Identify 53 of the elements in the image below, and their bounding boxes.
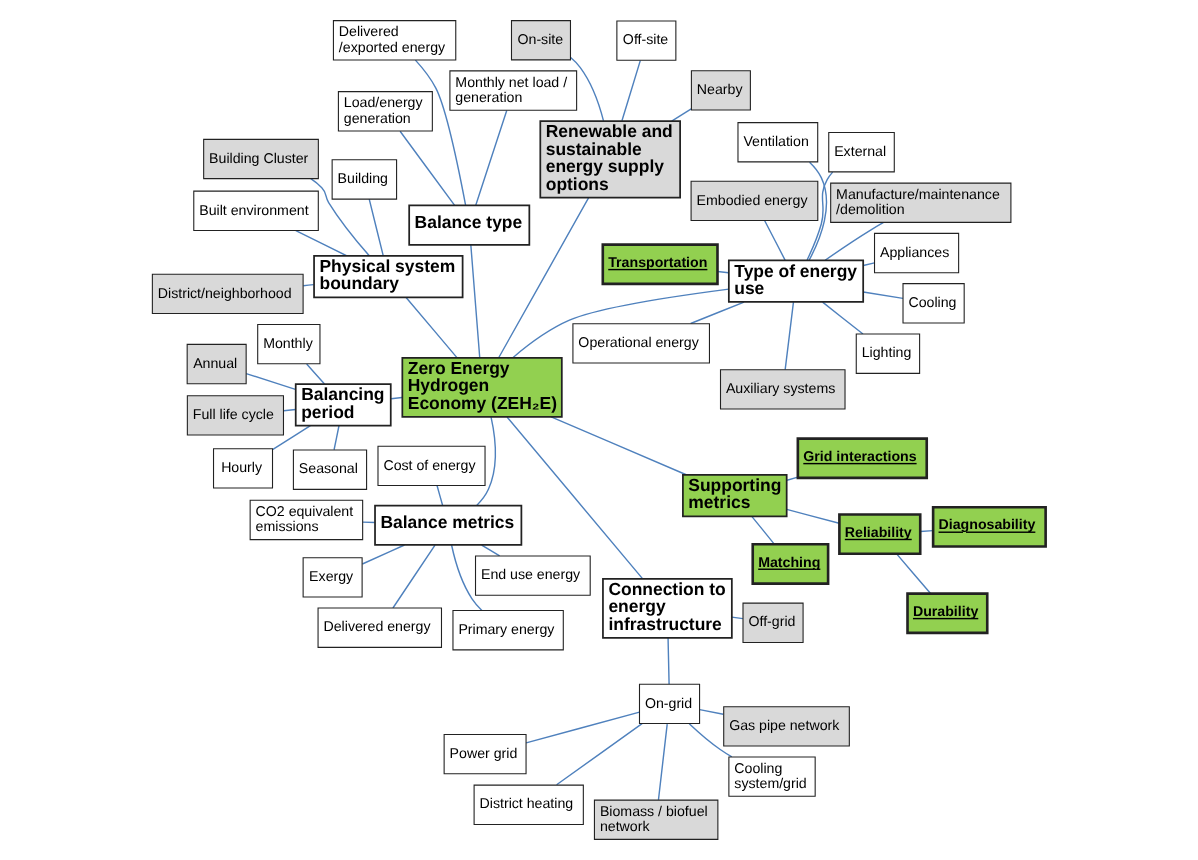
node-box: Connection to energy infrastructure xyxy=(602,577,733,639)
connector xyxy=(569,56,605,122)
connector xyxy=(555,722,643,786)
node-box: Type of energy use xyxy=(727,259,865,303)
connector xyxy=(361,544,406,565)
node-box: Zero Energy Hydrogen Economy (ZEH₂E) xyxy=(401,356,563,418)
connector xyxy=(405,296,458,359)
connector xyxy=(671,108,692,122)
node-box: Balance metrics xyxy=(374,504,523,546)
connector xyxy=(368,198,384,257)
connector xyxy=(862,262,876,267)
connector xyxy=(245,372,297,391)
connector xyxy=(806,171,834,261)
connector xyxy=(333,425,340,451)
connector xyxy=(786,508,840,524)
connector xyxy=(512,288,730,359)
node-box: Balance type xyxy=(408,204,531,246)
connector xyxy=(621,59,642,122)
node-box: Supporting metrics xyxy=(682,473,788,518)
connector xyxy=(470,244,481,359)
connector xyxy=(764,220,786,261)
connector xyxy=(436,485,444,507)
connector xyxy=(414,59,467,206)
connector xyxy=(450,544,483,612)
connector xyxy=(824,221,885,261)
node-box: Renewable and sustainable energy supply options xyxy=(539,120,681,199)
connector xyxy=(475,416,497,507)
connector xyxy=(480,544,501,557)
connector xyxy=(399,130,456,206)
node-box: Balancing period xyxy=(294,383,392,427)
connector xyxy=(821,301,864,335)
connector xyxy=(295,229,348,257)
connector xyxy=(475,109,508,206)
connector xyxy=(689,301,745,325)
connector xyxy=(392,544,436,609)
connector xyxy=(808,161,828,261)
connector xyxy=(862,291,904,300)
connector xyxy=(305,363,326,385)
connector xyxy=(506,416,644,580)
connector xyxy=(784,301,795,371)
connector xyxy=(688,723,733,758)
connector xyxy=(283,408,297,412)
connector xyxy=(550,416,687,476)
connector xyxy=(896,553,932,595)
connector xyxy=(525,711,641,744)
connector xyxy=(657,723,668,801)
connector xyxy=(667,637,670,685)
connector xyxy=(751,515,775,545)
connector xyxy=(310,178,370,257)
node-box: Physical system boundary xyxy=(313,254,464,299)
connector xyxy=(498,197,590,359)
connector xyxy=(271,424,312,451)
connector xyxy=(698,708,724,715)
